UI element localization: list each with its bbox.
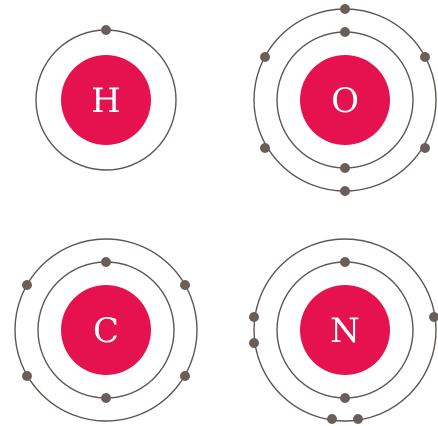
- electron: [420, 52, 430, 62]
- atom-nitrogen: N: [249, 239, 438, 424]
- electron: [327, 414, 337, 424]
- atom-carbon: C: [15, 239, 197, 421]
- electron: [340, 4, 350, 14]
- electron: [101, 257, 111, 267]
- atom-symbol: H: [91, 81, 121, 121]
- atom-oxygen: O: [254, 4, 436, 196]
- electron: [340, 27, 350, 37]
- electron: [353, 414, 363, 424]
- electron: [22, 371, 32, 381]
- electron: [429, 312, 438, 322]
- electron: [180, 371, 190, 381]
- electron: [420, 143, 430, 153]
- electrons: [101, 25, 111, 35]
- electron: [180, 280, 190, 290]
- electron: [249, 312, 259, 322]
- atom-symbol: O: [331, 81, 359, 121]
- electron: [340, 163, 350, 173]
- atom-hydrogen: H: [36, 25, 176, 170]
- electron: [340, 186, 350, 196]
- atom-symbol: C: [93, 311, 119, 351]
- electron: [260, 143, 270, 153]
- electron: [260, 52, 270, 62]
- electron: [22, 280, 32, 290]
- electron: [101, 25, 111, 35]
- electron: [249, 338, 259, 348]
- electron: [340, 257, 350, 267]
- electron: [340, 393, 350, 403]
- electron: [101, 393, 111, 403]
- atom-symbol: N: [330, 311, 360, 351]
